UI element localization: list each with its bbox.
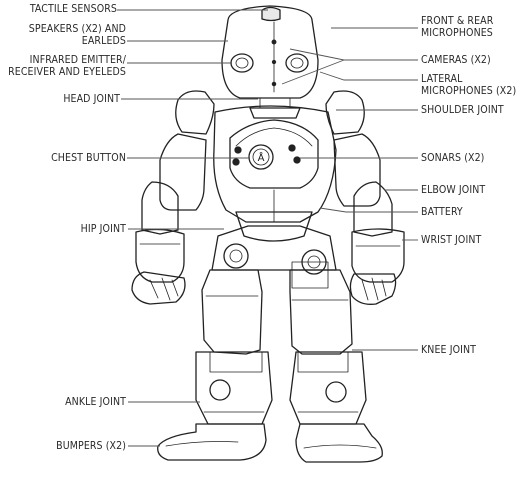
left-hip-joint [224,244,248,268]
leader-lines [117,10,418,446]
label-knee-joint: KNEE JOINT [421,344,525,356]
label-battery: BATTERY [421,206,525,218]
label-head-joint: HEAD JOINT [30,93,120,105]
label-tactile-sensors: TACTILE SENSORS [8,3,117,15]
label-front-rear-mic: FRONT & REAR MICROPHONES [421,15,525,39]
chest-plate [230,120,318,188]
label-elbow-joint: ELBOW JOINT [421,184,525,196]
label-shoulder-joint: SHOULDER JOINT [421,104,525,116]
label-lateral-mic: LATERAL MICROPHONES (X2) [421,73,529,97]
right-eye [286,54,308,72]
label-ankle-joint: ANKLE JOINT [30,396,126,408]
right-shoulder [326,91,364,134]
left-hand [132,272,185,304]
left-foot [158,424,266,460]
label-speakers: SPEAKERS (X2) AND EARLEDS [6,23,126,47]
left-eye [231,54,253,72]
left-shin [196,352,272,424]
label-infrared: INFRARED EMITTER/ RECEIVER AND EYELEDS [0,54,126,78]
label-sonars: SONARS (X2) [421,152,525,164]
tactile-sensor-top [262,8,280,21]
right-foot [296,424,382,462]
label-wrist-joint: WRIST JOINT [421,234,525,246]
right-thigh [290,270,352,354]
chest-logo: Å [258,151,265,164]
label-cameras: CAMERAS (X2) [421,54,525,66]
right-hand [350,274,395,304]
left-thigh [202,270,262,354]
label-hip-joint: HIP JOINT [40,223,126,235]
left-shoulder [176,91,214,134]
label-bumpers: BUMPERS (X2) [30,440,126,452]
right-shin [290,352,366,424]
label-chest-button: CHEST BUTTON [20,152,126,164]
